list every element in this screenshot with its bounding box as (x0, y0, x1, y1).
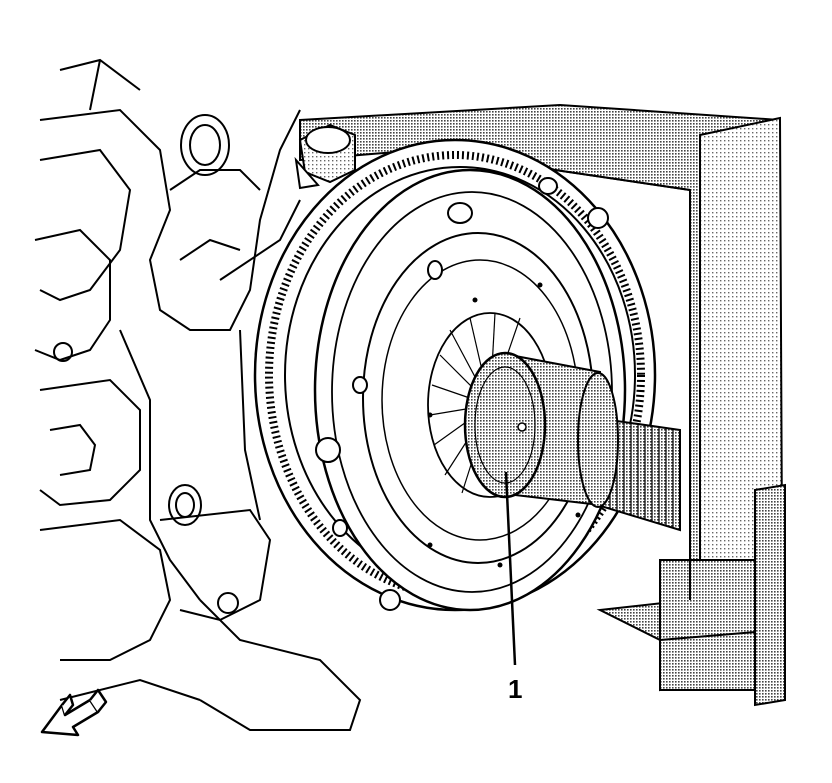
tool-support-frame (299, 103, 784, 692)
engine-block (34, 58, 362, 731)
front-direction-arrow-icon (40, 688, 108, 737)
callout-1: 1 (504, 471, 522, 704)
housing-bolt (294, 123, 356, 190)
callout-1-label: 1 (508, 674, 522, 704)
clutch-alignment-tool (463, 351, 786, 707)
callout-1-leader (504, 471, 517, 666)
